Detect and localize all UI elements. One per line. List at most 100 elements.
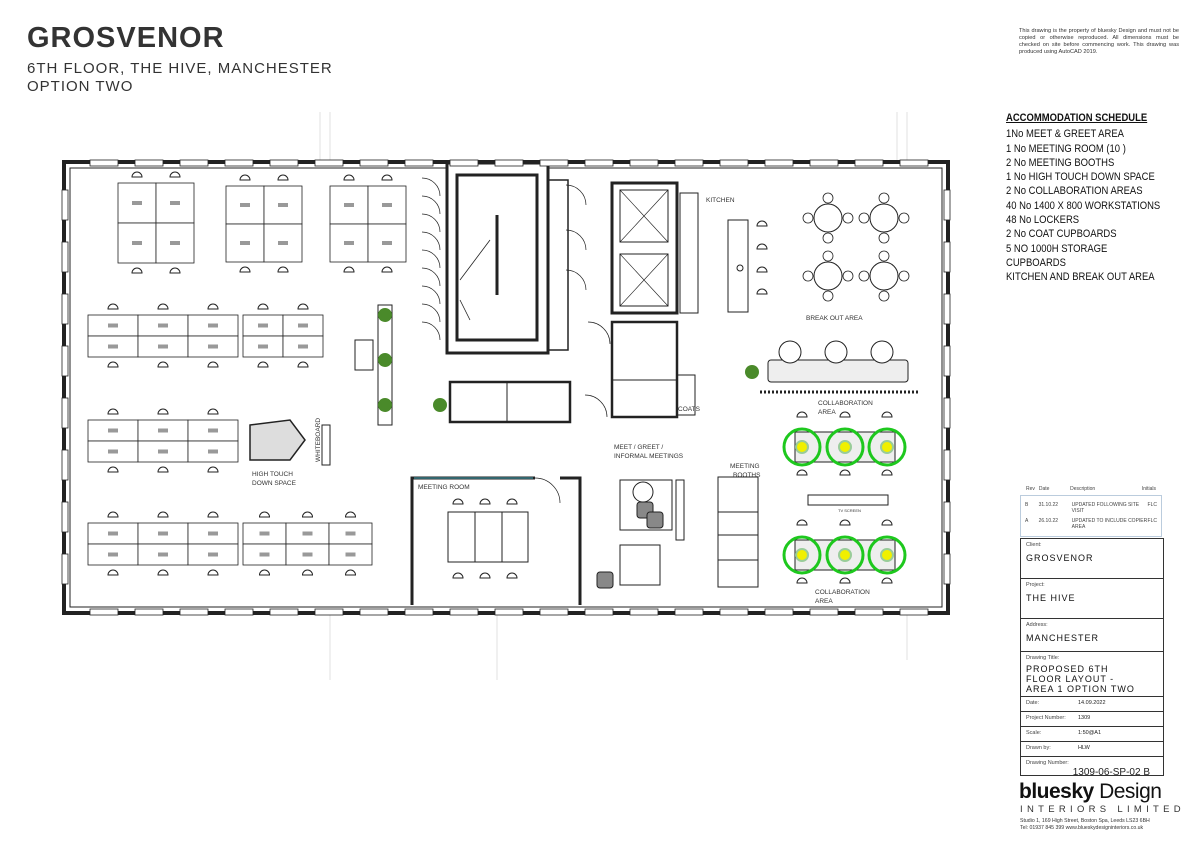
monitor — [158, 531, 168, 536]
chair — [878, 290, 890, 302]
revision-cell: FLC — [1147, 502, 1157, 508]
chair — [131, 171, 143, 178]
plant-icon — [378, 398, 392, 412]
chair — [756, 243, 768, 250]
door-swings — [421, 177, 587, 341]
revision-cell: UPDATED TO INCLUDE COPIER AREA — [1071, 518, 1148, 530]
chair — [452, 498, 464, 505]
schedule-item: 40 No 1400 X 800 WORKSTATIONS — [1006, 199, 1161, 212]
monitor — [302, 552, 313, 557]
breakout-stool — [824, 340, 848, 364]
chair — [802, 212, 814, 224]
window — [61, 189, 69, 221]
monitor — [108, 428, 118, 433]
chair — [107, 361, 119, 368]
chair — [277, 266, 289, 273]
highlight-marker — [880, 548, 894, 562]
monitor — [258, 323, 268, 328]
monitor — [298, 323, 308, 328]
revision-cell: FLC — [1147, 518, 1157, 524]
chair — [107, 408, 119, 415]
label-touchdown: HIGH TOUCH — [252, 471, 293, 478]
chair — [207, 569, 219, 576]
breakout-stool — [778, 340, 802, 364]
chair — [297, 361, 309, 368]
monitor — [345, 552, 356, 557]
address-line-1: Studio 1, 169 High Street, Boston Spa, L… — [1020, 818, 1150, 824]
round-table — [813, 261, 843, 291]
plant-icon — [378, 353, 392, 367]
monitor — [208, 428, 218, 433]
window — [449, 159, 479, 167]
monitor — [208, 531, 218, 536]
chair — [107, 511, 119, 518]
window — [854, 608, 884, 616]
schedule-item: 1 No HIGH TOUCH DOWN SPACE — [1006, 171, 1155, 184]
plant-icon — [745, 365, 759, 379]
window — [764, 608, 794, 616]
highlight-marker — [880, 440, 894, 454]
monitor — [345, 531, 356, 536]
window — [764, 159, 794, 167]
monitor — [170, 241, 180, 245]
window — [719, 159, 749, 167]
chair — [839, 577, 851, 584]
window — [224, 608, 254, 616]
monitor — [108, 449, 118, 454]
project-value: THE HIVE — [1026, 593, 1076, 603]
chair — [822, 232, 834, 244]
schedule-item: 2 No COLLABORATION AREAS — [1006, 185, 1143, 198]
window — [134, 159, 164, 167]
schedule-item: 1 No MEETING ROOM (10 ) — [1006, 142, 1126, 155]
meeting-room-walls — [410, 476, 582, 605]
highlight-ring — [782, 427, 822, 467]
date-header: Date — [1038, 486, 1050, 492]
chair — [898, 270, 910, 282]
revision-cell: 31.10.22 — [1038, 502, 1059, 508]
monitor — [108, 552, 118, 557]
logo-bold: bluesky — [1019, 780, 1094, 803]
monitor — [382, 241, 392, 245]
window — [314, 159, 344, 167]
schedule-item: 2 No COAT CUPBOARDS — [1006, 228, 1117, 241]
revision-cell: B — [1025, 502, 1029, 508]
chair — [881, 411, 893, 418]
chair — [878, 250, 890, 262]
monitor — [278, 241, 288, 245]
monitor — [108, 323, 118, 328]
window — [61, 449, 69, 481]
chair — [257, 303, 269, 310]
window — [314, 608, 344, 616]
window — [629, 608, 659, 616]
chair — [344, 569, 357, 576]
monitor — [208, 449, 218, 454]
chair — [858, 270, 870, 282]
chair — [344, 511, 357, 518]
window — [61, 553, 69, 585]
window — [809, 159, 839, 167]
label-meeting-room: MEETING ROOM — [418, 484, 470, 491]
label-coats: COATS — [678, 406, 701, 413]
window — [494, 159, 524, 167]
window — [404, 159, 434, 167]
chair — [157, 361, 169, 368]
window — [674, 159, 704, 167]
company-logo: bluesky Design — [1019, 780, 1162, 804]
stair-well — [455, 173, 539, 342]
address-line-2: Tel: 01937 845 399 www.blueskydesigninte… — [1020, 824, 1144, 831]
window — [719, 608, 749, 616]
monitor — [208, 323, 218, 328]
monitor — [158, 449, 168, 454]
window — [179, 608, 209, 616]
label-meet-greet: MEET / GREET / — [614, 444, 663, 451]
chair — [479, 498, 491, 505]
schedule-heading: ACCOMMODATION SCHEDULE — [1006, 112, 1148, 124]
chair — [756, 288, 768, 295]
round-table — [869, 261, 899, 291]
chair — [839, 469, 851, 476]
scale-value: 1:50@A1 — [1078, 730, 1102, 736]
monitor — [132, 241, 142, 245]
chair — [858, 212, 870, 224]
chair — [822, 192, 834, 204]
